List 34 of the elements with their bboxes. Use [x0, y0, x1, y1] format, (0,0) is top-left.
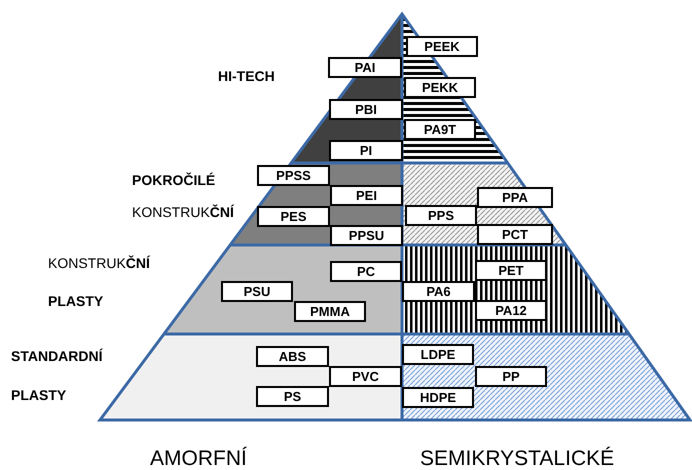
tier-label: KONSTRUKČNÍ	[48, 255, 150, 271]
polymer-box: PEKK	[404, 77, 476, 98]
tier-label: POKROČILÉ	[132, 172, 216, 188]
polymer-box: PVC	[329, 366, 402, 387]
polymer-box: PMMA	[294, 301, 366, 322]
polymer-box: PP	[475, 366, 547, 387]
polymer-box: PA6	[402, 281, 475, 302]
polymer-box: PET	[475, 260, 547, 281]
polymer-box: PEEK	[406, 36, 478, 57]
polymer-box: PCT	[477, 224, 553, 245]
polymer-box: PPA	[477, 187, 553, 208]
tier-label: AMORFNÍ	[150, 447, 247, 470]
polymer-box: HDPE	[402, 387, 474, 408]
polymer-box: PC	[330, 261, 402, 282]
polymer-box: LDPE	[402, 344, 474, 365]
polymer-box: PSU	[221, 281, 293, 302]
polymer-box: ABS	[256, 346, 329, 367]
tier-label: PLASTY	[11, 387, 66, 403]
polymer-box: PS	[256, 386, 329, 407]
polymer-box: PPSU	[330, 225, 403, 246]
polymer-box: PA9T	[404, 119, 476, 140]
polymer-box: PBI	[329, 99, 403, 120]
tier-label: KONSTRUKČNÍ	[132, 204, 234, 220]
polymer-box: PAI	[328, 57, 402, 78]
polymer-box: PES	[257, 206, 330, 227]
polymer-box: PI	[329, 140, 403, 161]
polymer-box: PA12	[475, 300, 547, 321]
tier-label: HI-TECH	[218, 68, 275, 84]
tier-label: PLASTY	[48, 293, 104, 309]
polymer-box: PPS	[405, 205, 477, 226]
tier-label: STANDARDNÍ	[11, 348, 103, 364]
polymer-box: PEI	[330, 185, 403, 206]
polymer-box: PPSS	[257, 165, 330, 186]
tier-label: SEMIKRYSTALICKÉ	[420, 447, 614, 470]
